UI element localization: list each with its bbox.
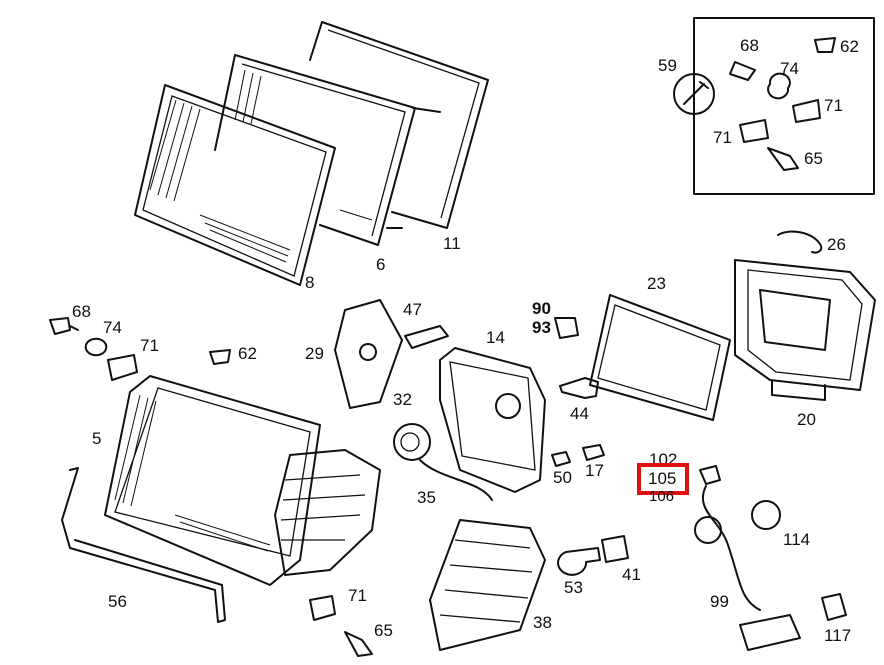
label-part-14: 14 <box>486 328 505 347</box>
lamp-housing-part-20 <box>734 259 876 401</box>
label-part-93: 93 <box>532 318 551 337</box>
highlight-box-part-105 <box>637 463 689 495</box>
label-part-35: 35 <box>417 488 436 507</box>
bulb-part-50 <box>551 451 571 467</box>
label-part-74-kit: 74 <box>780 59 799 78</box>
label-part-44: 44 <box>570 404 589 423</box>
label-part-17: 17 <box>585 461 604 480</box>
label-part-23: 23 <box>647 274 666 293</box>
label-part-99: 99 <box>710 592 729 611</box>
label-part-62-kit: 62 <box>840 37 859 56</box>
label-part-117: 117 <box>824 626 852 645</box>
socket-part-35 <box>393 423 493 501</box>
grommet-part-114 <box>751 500 781 530</box>
label-part-53: 53 <box>564 578 583 597</box>
label-part-8: 8 <box>305 273 315 292</box>
label-part-47: 47 <box>403 300 422 319</box>
label-part-71-bottom: 71 <box>348 586 367 605</box>
label-part-26: 26 <box>827 235 846 254</box>
indicator-lens <box>274 449 381 576</box>
screw-part-65-bottom <box>344 631 373 657</box>
label-part-56: 56 <box>108 592 127 611</box>
bulb-part-17 <box>582 444 605 461</box>
reflector-body-part-14 <box>439 347 546 493</box>
socket-part-41 <box>601 535 629 563</box>
wire-clip-part-26 <box>777 230 823 254</box>
label-part-11: 11 <box>443 234 461 253</box>
lens-part-38 <box>429 519 546 651</box>
socket-part-90 <box>554 317 579 339</box>
gasket-part-23 <box>589 294 731 421</box>
headlamp-glass-part-8 <box>134 84 336 286</box>
label-part-65-bottom: 65 <box>374 621 393 640</box>
clip-part-71-bottom <box>309 595 336 621</box>
bulb-part-117 <box>821 593 847 621</box>
headlamp-housing-part-11 <box>309 21 489 229</box>
label-part-50: 50 <box>553 468 572 487</box>
lens-part-5 <box>104 375 321 586</box>
label-part-105: 105 <box>648 469 677 488</box>
label-part-114: 114 <box>783 530 811 549</box>
label-part-62: 62 <box>238 344 257 363</box>
label-part-106: 106 <box>649 488 675 505</box>
bulb-part-44 <box>559 377 599 399</box>
wiring-part-99 <box>694 465 801 651</box>
fastener-group-left <box>49 317 231 381</box>
label-part-68-kit: 68 <box>740 36 759 55</box>
headlamp-frame-part-6 <box>214 54 416 246</box>
label-part-6: 6 <box>376 255 386 274</box>
label-part-38: 38 <box>533 613 552 632</box>
label-part-71-kit-left: 71 <box>713 128 732 147</box>
fastener-kit-box <box>673 17 875 195</box>
bracket-part-56 <box>61 467 226 623</box>
label-part-65-kit: 65 <box>804 149 823 168</box>
label-part-59: 59 <box>658 56 677 75</box>
label-part-5: 5 <box>92 429 102 448</box>
label-part-71: 71 <box>140 336 159 355</box>
label-part-71-kit-right: 71 <box>824 96 843 115</box>
label-part-32: 32 <box>393 390 412 409</box>
label-part-68: 68 <box>72 302 91 321</box>
label-part-41: 41 <box>622 565 641 584</box>
label-part-29: 29 <box>305 344 324 363</box>
label-part-20: 20 <box>797 410 816 429</box>
label-part-74: 74 <box>103 318 122 337</box>
bulb-part-53 <box>557 547 601 576</box>
label-part-90: 90 <box>532 299 551 318</box>
reflector-part-29 <box>334 299 449 409</box>
